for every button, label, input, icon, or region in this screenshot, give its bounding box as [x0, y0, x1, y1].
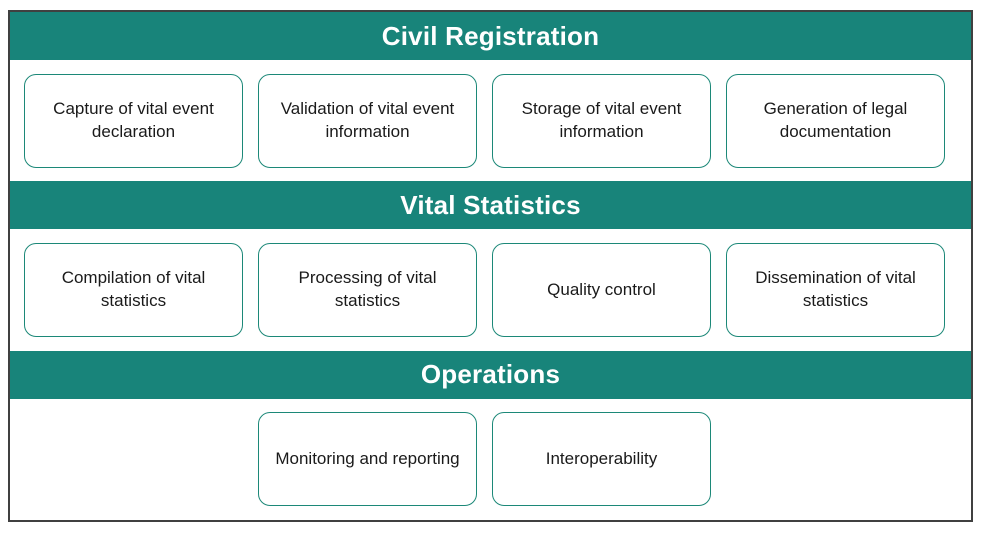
card-capture-of-vital-event-declaration[interactable]: Capture of vital event declaration [24, 73, 243, 168]
card-quality-control[interactable]: Quality control [492, 242, 711, 337]
section-operations: Operations Monitoring and reporting Inte… [10, 350, 971, 520]
section-header-operations: Operations [10, 350, 971, 399]
section-header-civil-registration: Civil Registration [10, 12, 971, 60]
card-row-operations: Monitoring and reporting Interoperabilit… [10, 399, 971, 520]
card-storage-of-vital-event-information[interactable]: Storage of vital event information [492, 73, 711, 168]
card-monitoring-and-reporting[interactable]: Monitoring and reporting [258, 412, 477, 507]
section-header-vital-statistics: Vital Statistics [10, 181, 971, 230]
card-validation-of-vital-event-information[interactable]: Validation of vital event information [258, 73, 477, 168]
card-generation-of-legal-documentation[interactable]: Generation of legal documentation [726, 73, 945, 168]
card-row-civil-registration: Capture of vital event declaration Valid… [10, 60, 971, 181]
card-compilation-of-vital-statistics[interactable]: Compilation of vital statistics [24, 242, 243, 337]
card-dissemination-of-vital-statistics[interactable]: Dissemination of vital statistics [726, 242, 945, 337]
card-processing-of-vital-statistics[interactable]: Processing of vital statistics [258, 242, 477, 337]
card-row-vital-statistics: Compilation of vital statistics Processi… [10, 229, 971, 350]
diagram-frame: Civil Registration Capture of vital even… [8, 10, 973, 522]
section-vital-statistics: Vital Statistics Compilation of vital st… [10, 181, 971, 350]
card-interoperability[interactable]: Interoperability [492, 412, 711, 507]
section-civil-registration: Civil Registration Capture of vital even… [10, 12, 971, 181]
